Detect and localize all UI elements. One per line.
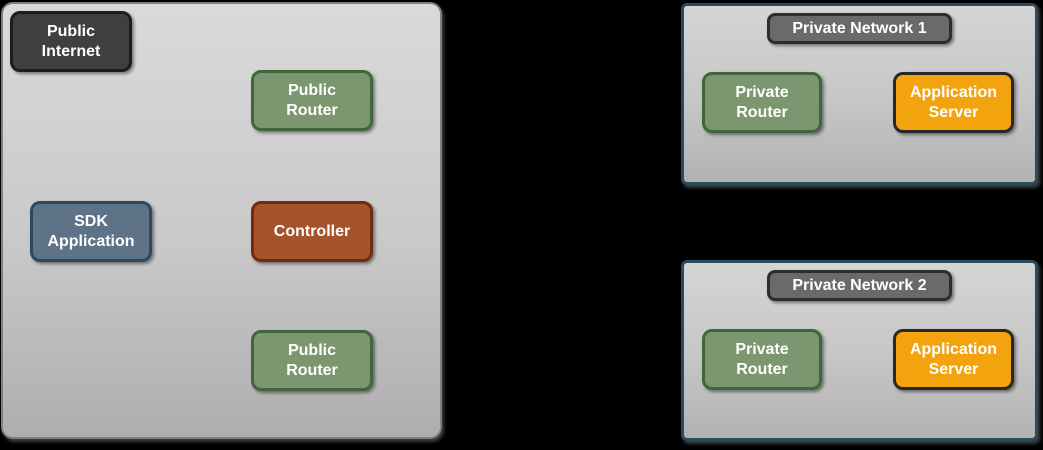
private-network-1-router-node: Private Router [702,72,822,133]
public-internet-zone: Public Internet Public Router SDK Applic… [1,2,442,439]
private-network-2-router-node: Private Router [702,329,822,390]
private-network-1-zone: Private Network 1 Private Router Applica… [681,3,1038,185]
controller-node: Controller [251,201,373,262]
public-internet-node: Public Internet [10,11,132,72]
private-network-1-application-server-node: Application Server [893,72,1014,133]
private-network-2-application-server-node: Application Server [893,329,1014,390]
sdk-application-node: SDK Application [30,201,152,262]
public-router-top-node: Public Router [251,70,373,131]
private-network-2-title: Private Network 2 [767,270,952,301]
private-network-2-zone: Private Network 2 Private Router Applica… [681,260,1038,441]
public-router-bottom-node: Public Router [251,330,373,391]
private-network-1-title: Private Network 1 [767,13,952,44]
